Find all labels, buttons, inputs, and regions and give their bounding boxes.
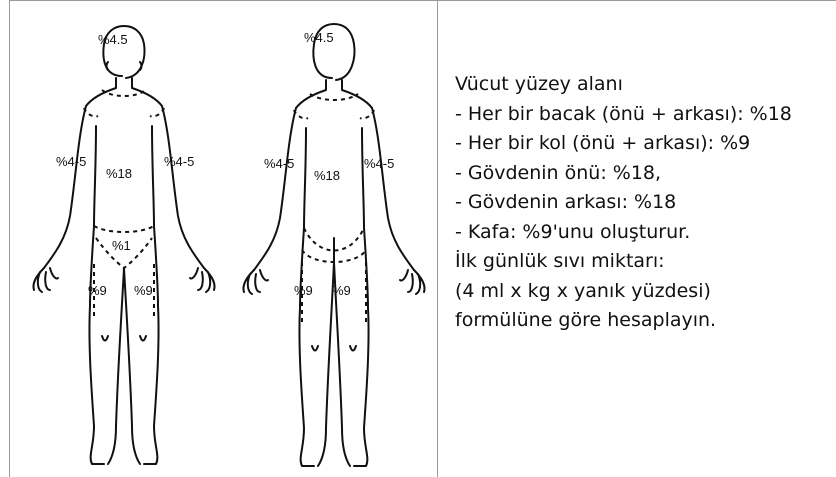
front-left-arm-label: %4-5	[56, 154, 86, 169]
formula-line-2: formülüne göre hesaplayın.	[455, 306, 825, 336]
front-head-label: %4.5	[98, 32, 128, 47]
front-groin-label: %1	[112, 238, 131, 253]
front-right-arm-label: %4-5	[164, 154, 194, 169]
back-right-arm-label: %4-5	[364, 156, 394, 171]
info-panel: Vücut yüzey alanı - Her bir bacak (önü +…	[455, 70, 825, 336]
front-torso-label: %18	[106, 166, 132, 181]
panel-title: Vücut yüzey alanı	[455, 70, 825, 100]
front-left-leg-label: %9	[88, 283, 107, 298]
back-left-leg-label: %9	[294, 283, 313, 298]
fluid-title: İlk günlük sıvı miktarı:	[455, 247, 825, 277]
back-left-arm-label: %4-5	[264, 156, 294, 171]
formula-line-1: (4 ml x kg x yanık yüzdesi)	[455, 277, 825, 307]
front-right-leg-label: %9	[134, 283, 153, 298]
left-border	[9, 0, 10, 477]
back-head-label: %4.5	[304, 30, 334, 45]
column-divider	[437, 0, 438, 477]
list-item-torso-back: - Gövdenin arkası: %18	[455, 188, 825, 218]
body-diagram: %4.5 %4-5 %18 %4-5 %1 %9 %9 %4.5 %4-5 %1…	[12, 6, 432, 474]
list-item-arm: - Her bir kol (önü + arkası): %9	[455, 129, 825, 159]
list-item-torso-front: - Gövdenin önü: %18,	[455, 159, 825, 189]
list-item-leg: - Her bir bacak (önü + arkası): %18	[455, 100, 825, 130]
list-item-head: - Kafa: %9'unu oluşturur.	[455, 218, 825, 248]
back-torso-label: %18	[314, 168, 340, 183]
back-right-leg-label: %9	[332, 283, 351, 298]
top-border	[9, 0, 836, 1]
back-body-figure	[243, 24, 424, 466]
